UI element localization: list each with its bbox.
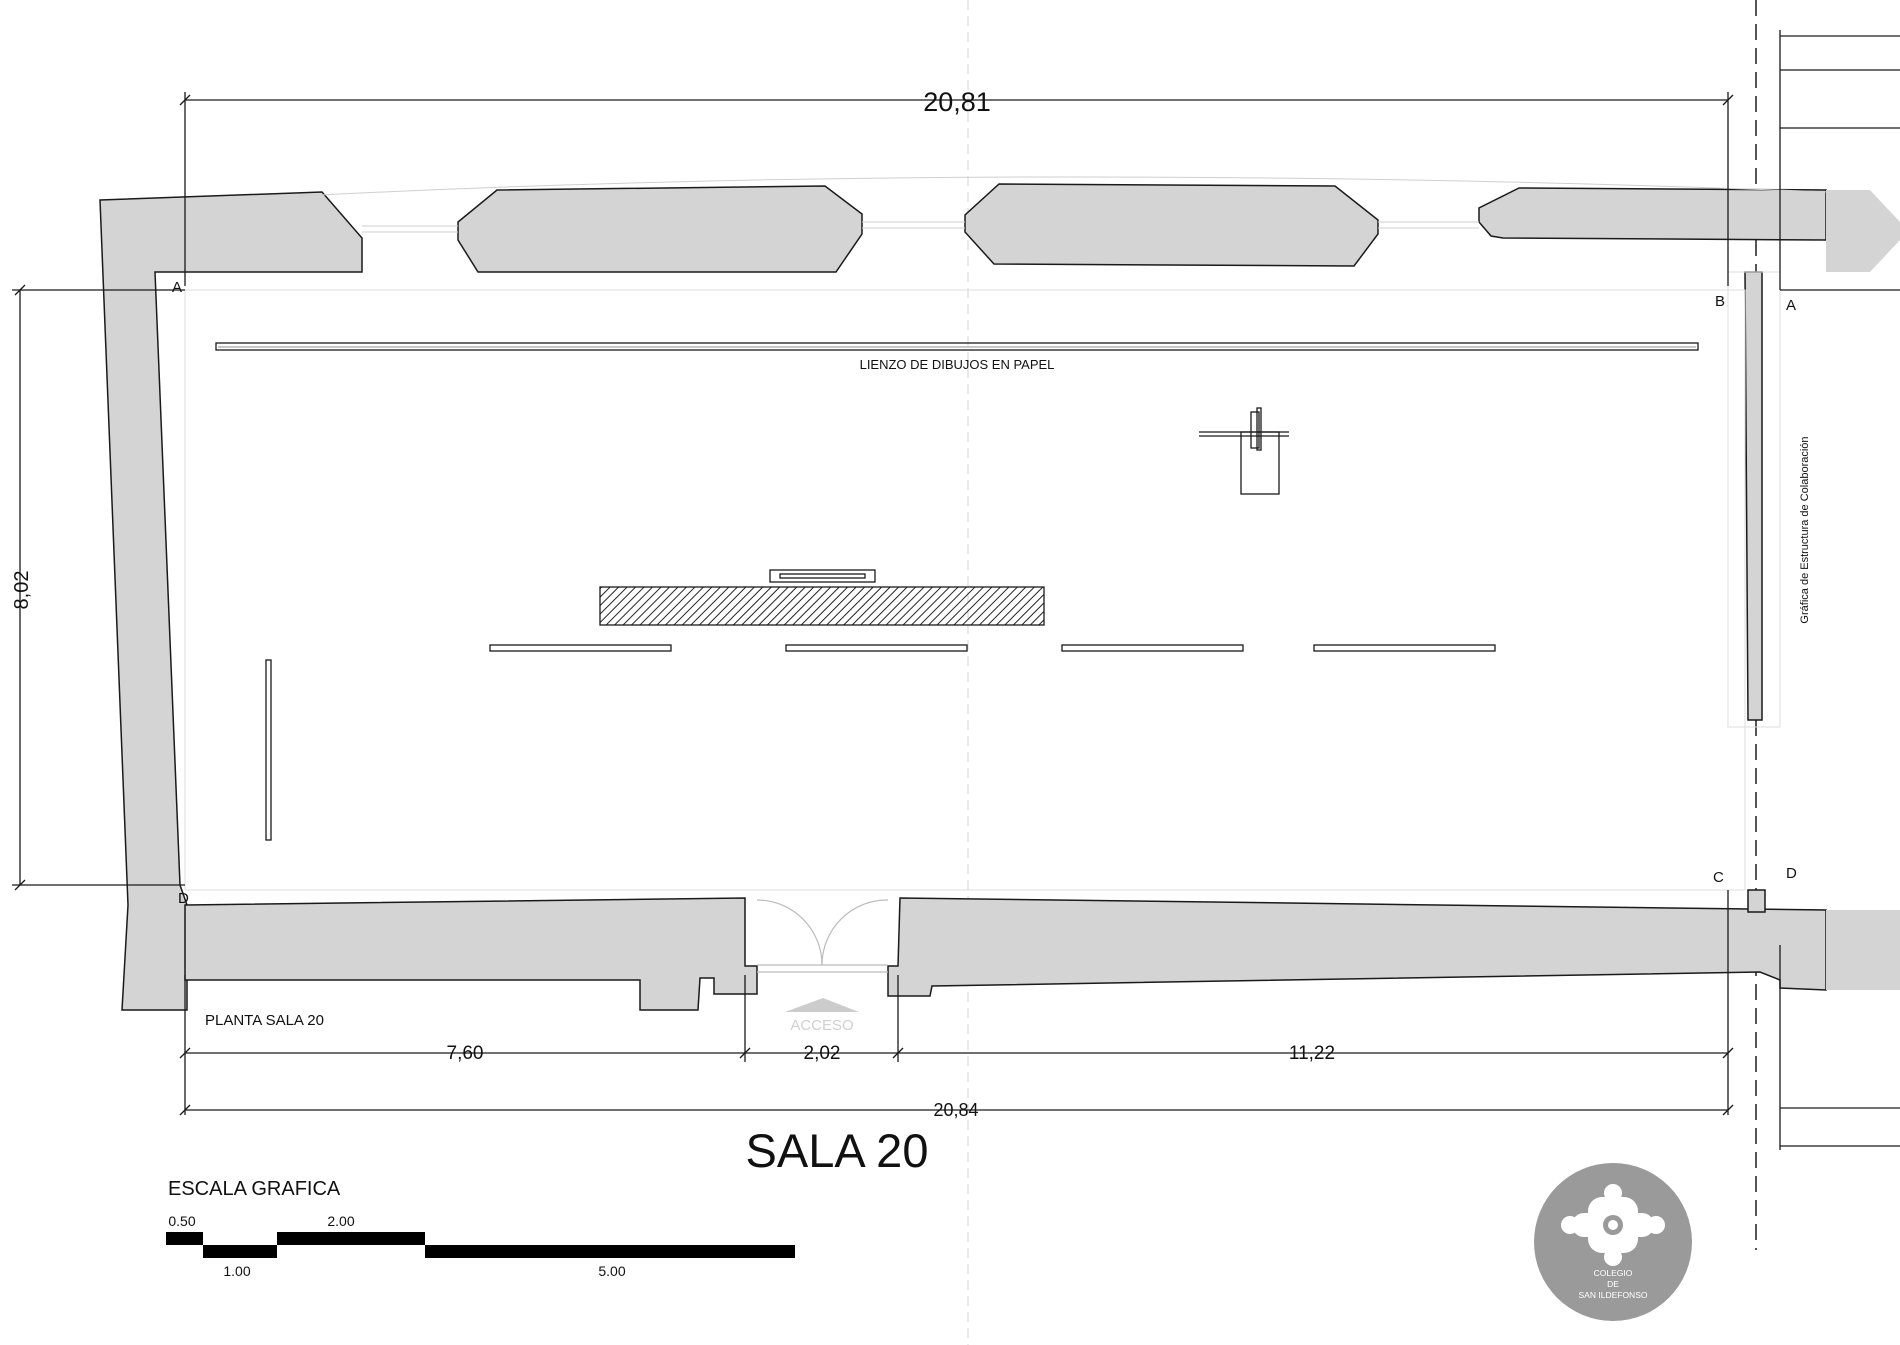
scale-label-100: 1.00 <box>223 1263 250 1279</box>
scale-segment-200 <box>277 1232 425 1245</box>
right-partition <box>1744 271 1763 721</box>
stand-base <box>1240 431 1280 495</box>
room-outline <box>184 289 1746 891</box>
adjacent-wall-top <box>1826 190 1900 272</box>
logo-line-1: COLEGIO <box>1594 1268 1633 1278</box>
dim-left-height: 8,02 <box>11 571 33 610</box>
section-mark-a-right: A <box>1786 297 1796 314</box>
scale-segment-100 <box>203 1245 277 1258</box>
section-mark-b: B <box>1715 293 1725 310</box>
dim-bottom-seg-3: 11,22 <box>1289 1043 1335 1064</box>
bottom-wall-right <box>887 897 1827 997</box>
vertical-graphic-label: Gráfica de Estructura de Colaboración <box>1799 436 1811 623</box>
section-mark-c: C <box>1713 869 1724 886</box>
dim-bottom-total: 20,84 <box>933 1100 978 1120</box>
hatched-platform <box>599 586 1045 626</box>
top-wall-pier-2 <box>964 183 1379 267</box>
side-panel <box>265 659 272 841</box>
display-case-a <box>489 644 672 652</box>
logo-line-3: SAN ILDEFONSO <box>1579 1290 1648 1300</box>
colegio-logo: COLEGIO DE SAN ILDEFONSO <box>1534 1163 1692 1321</box>
scale-label-050: 0.50 <box>168 1213 195 1229</box>
top-wall-pier-1 <box>457 185 863 273</box>
dimension-lines <box>12 30 1900 1150</box>
access-label: ACCESO <box>790 1017 853 1034</box>
drawing-title: SALA 20 <box>746 1124 929 1177</box>
scale-title: ESCALA GRAFICA <box>168 1178 341 1200</box>
exhibits <box>215 342 1699 841</box>
dim-top-total: 20,81 <box>923 87 991 117</box>
table <box>769 569 876 583</box>
top-wall-pier-3 <box>1478 187 1827 241</box>
section-mark-a-left: A <box>172 279 182 296</box>
plan-label: PLANTA SALA 20 <box>205 1012 324 1029</box>
display-case-c <box>1061 644 1244 652</box>
bottom-wall-stub <box>1747 889 1766 913</box>
scale-segment-050 <box>166 1232 203 1245</box>
scale-label-500: 5.00 <box>598 1263 625 1279</box>
bottom-wall-left <box>184 897 758 1011</box>
dim-bottom-seg-1: 7,60 <box>447 1043 484 1064</box>
display-case-b <box>785 644 968 652</box>
access-arrow <box>785 998 859 1012</box>
logo-line-2: DE <box>1607 1279 1619 1289</box>
graphic-scale: ESCALA GRAFICA 0.50 1.00 2.00 5.00 <box>166 1178 795 1279</box>
scale-segment-500 <box>425 1245 795 1258</box>
left-wall <box>99 191 363 1011</box>
display-case-d <box>1313 644 1496 652</box>
canvas-label: LIENZO DE DIBUJOS EN PAPEL <box>860 357 1055 372</box>
entrance-doors <box>756 899 889 973</box>
scale-label-200: 2.00 <box>327 1213 354 1229</box>
top-windows <box>299 176 1831 233</box>
section-mark-d-right: D <box>1786 865 1797 882</box>
walls <box>99 183 1827 1011</box>
section-mark-d-left: D <box>178 890 189 907</box>
paper-canvas-panel <box>215 342 1699 351</box>
adjacent-wall-bottom <box>1826 910 1900 990</box>
dim-bottom-seg-2: 2,02 <box>804 1043 841 1064</box>
partition-outline <box>1727 271 1781 728</box>
